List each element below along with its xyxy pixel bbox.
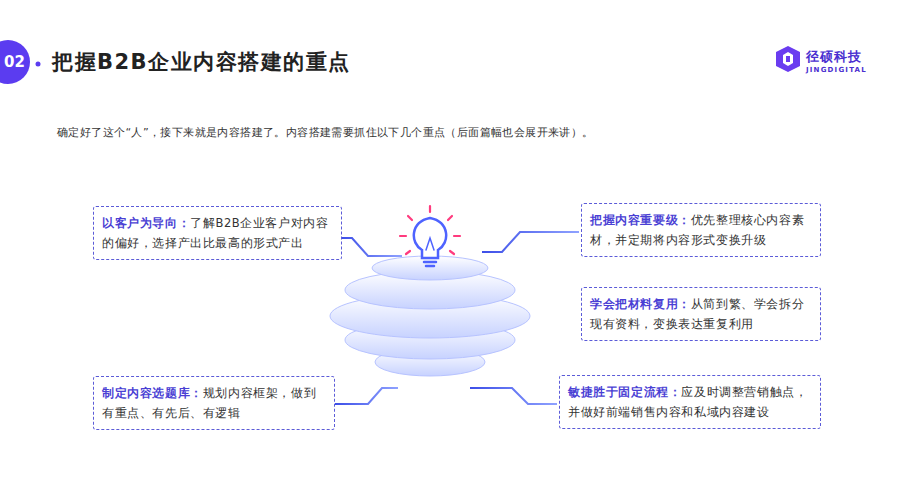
leader-lines <box>335 232 579 404</box>
badge <box>0 40 30 84</box>
point-box: 敏捷胜于固定流程：应及时调整营销触点，并做好前端销售内容和私域内容建设 <box>559 375 821 429</box>
dot <box>36 62 41 67</box>
logo-subname: JINGDIGITAL <box>806 66 867 74</box>
logo-name: 径硕科技 <box>806 48 862 66</box>
point-box: 制定内容选题库：规划内容框架，做到有重点、有先后、有逻辑 <box>93 376 335 430</box>
point-box: 学会把材料复用：从简到繁、学会拆分现有资料，变换表达重复利用 <box>581 287 821 341</box>
point-box: 以客户为导向：了解B2B企业客户对内容的偏好，选择产出比最高的形式产出 <box>93 206 342 260</box>
disc-stack <box>330 256 530 376</box>
lightbulb <box>400 206 460 266</box>
logo-icon <box>776 46 800 72</box>
point-heading: 学会把材料复用： <box>590 297 691 311</box>
point-heading: 把握内容重要级： <box>590 213 691 227</box>
point-heading: 以客户为导向： <box>102 216 190 230</box>
point-heading: 制定内容选题库： <box>102 386 203 400</box>
point-box: 把握内容重要级：优先整理核心内容素材，并定期将内容形式变换升级 <box>581 203 821 257</box>
intro-text: 确定好了这个“人”，接下来就是内容搭建了。内容搭建需要抓住以下几个重点（后面篇幅… <box>57 125 594 140</box>
point-heading: 敏捷胜于固定流程： <box>568 385 681 399</box>
slide-title: 把握B2B企业内容搭建的重点 <box>52 48 351 76</box>
section-number: 02 <box>4 53 25 71</box>
